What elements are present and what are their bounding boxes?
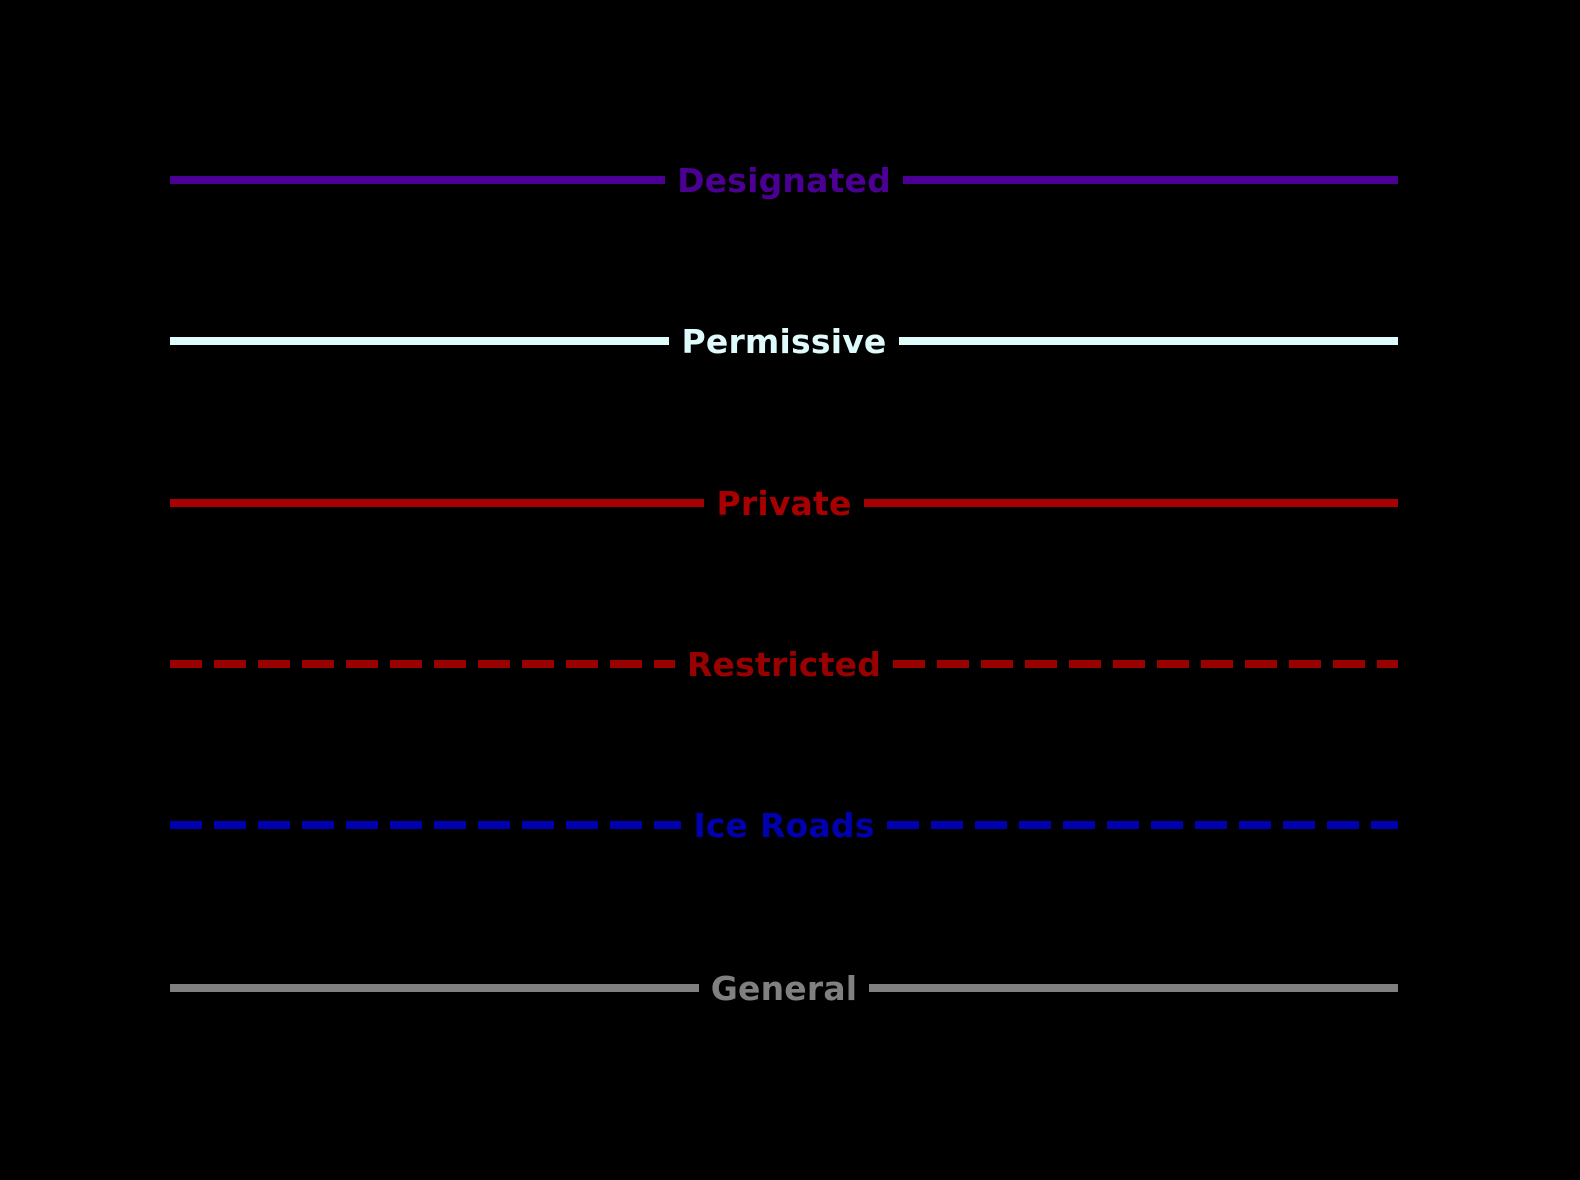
legend-line-right-permissive [898, 337, 1398, 345]
legend-line-right-private [863, 499, 1399, 507]
legend-line-right-general [869, 984, 1399, 992]
legend-label-restricted: Restricted [686, 644, 882, 684]
legend-entry-restricted[interactable]: Restricted [170, 634, 1399, 694]
legend-line-right-restricted [893, 660, 1399, 668]
legend-line-right-ice-roads [886, 821, 1398, 829]
legend-label-permissive: Permissive [681, 321, 887, 361]
legend-entry-designated[interactable]: Designated [170, 150, 1399, 210]
legend-line-left-general [170, 984, 699, 992]
legend-line-left-private [170, 499, 705, 507]
legend-line-left-restricted [170, 660, 675, 668]
legend-label-designated: Designated [677, 160, 891, 200]
legend-label-general: General [710, 968, 858, 1008]
legend-entry-private[interactable]: Private [170, 473, 1399, 533]
legend-line-left-designated [170, 176, 666, 184]
legend-entry-general[interactable]: General [170, 958, 1399, 1018]
legend-label-ice-roads: Ice Roads [693, 805, 875, 845]
legend-line-left-ice-roads [170, 821, 682, 829]
legend-label-private: Private [716, 483, 852, 523]
legend-entry-ice-roads[interactable]: Ice Roads [170, 795, 1398, 855]
legend-line-left-permissive [170, 337, 670, 345]
legend-entry-permissive[interactable]: Permissive [170, 311, 1398, 371]
legend-line-right-designated [902, 176, 1399, 184]
